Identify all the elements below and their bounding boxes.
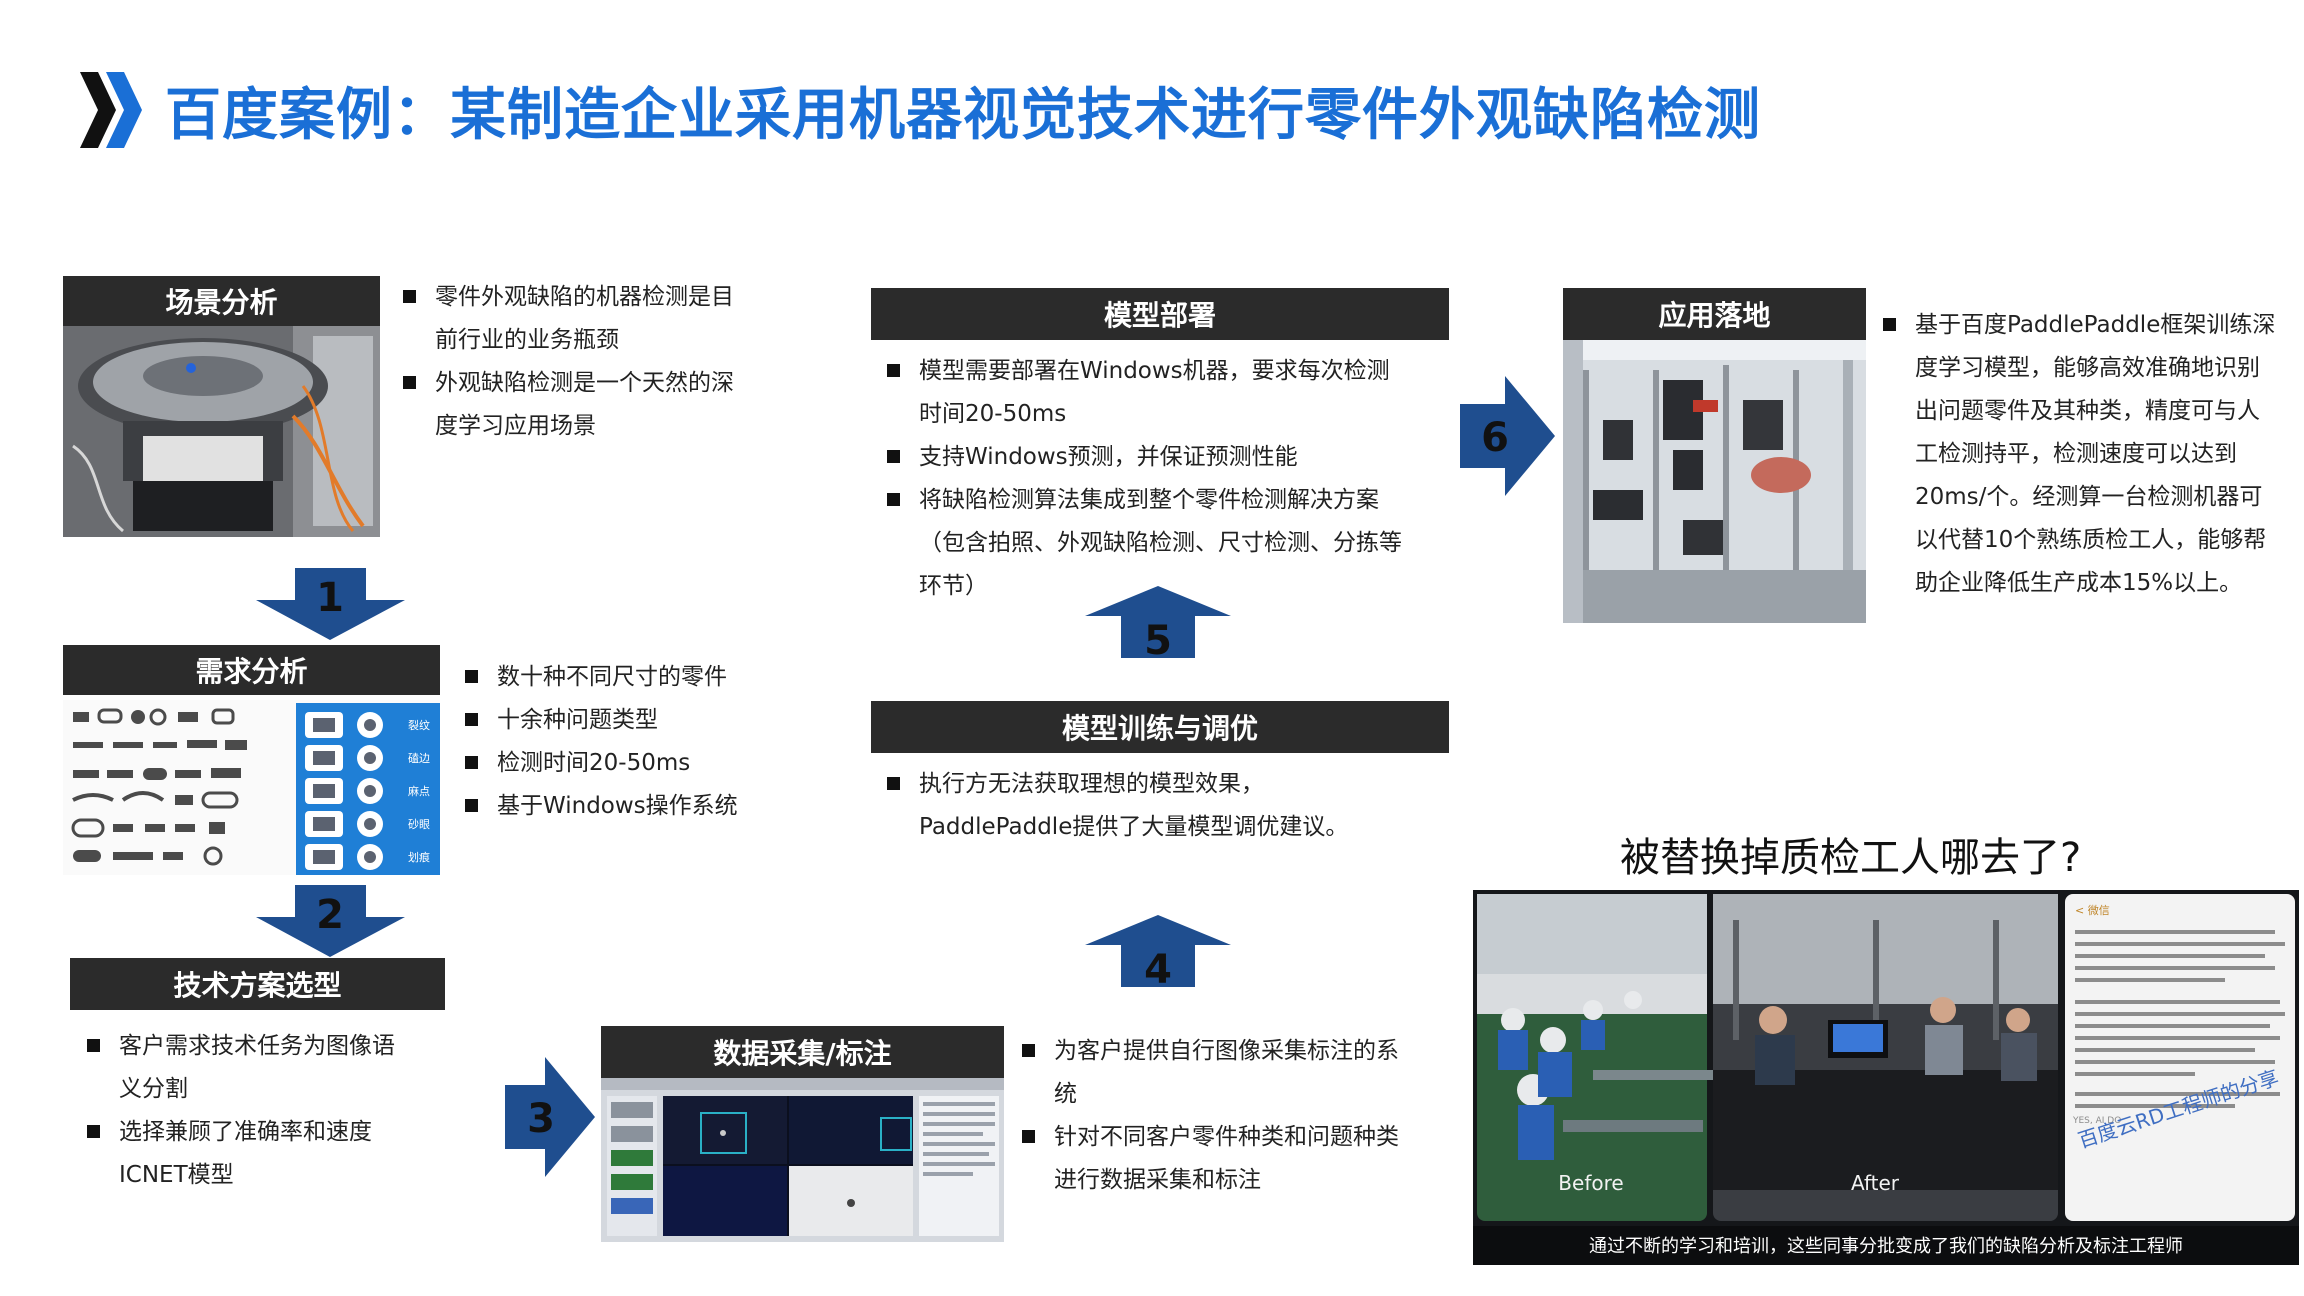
application-header: 应用落地 (1563, 288, 1866, 340)
brand-chevron-icon (80, 72, 142, 148)
collage-caption: 通过不断的学习和培训，这些同事分批变成了我们的缺陷分析及标注工程师 (1589, 1236, 2183, 1257)
step-4-number: 4 (1144, 947, 1172, 987)
step-2-number: 2 (316, 892, 344, 938)
step-3-number: 3 (527, 1096, 555, 1142)
bullet-item: 将缺陷检测算法集成到整个零件检测解决方案（包含拍照、外观缺陷检测、尺寸检测、分拣… (887, 479, 1452, 608)
data-collection-header: 数据采集/标注 (601, 1026, 1004, 1078)
before-label: Before (1558, 1171, 1623, 1195)
tech-selection-header: 技术方案选型 (70, 958, 445, 1010)
defect-label: 麻点 (408, 784, 430, 798)
needs-analysis-bullets: 数十种不同尺寸的零件 十余种问题类型 检测时间20-50ms 基于Windows… (465, 656, 825, 828)
model-deploy-header: 模型部署 (871, 288, 1449, 340)
bullet-item: 基于百度PaddlePaddle框架训练深 度学习模型，能够高效准确地识别 出问… (1883, 304, 2301, 605)
model-training-header: 模型训练与调优 (871, 701, 1449, 753)
defect-label: 划痕 (408, 850, 430, 864)
application-bullets: 基于百度PaddlePaddle框架训练深 度学习模型，能够高效准确地识别 出问… (1883, 304, 2301, 605)
chat-name-label: YES, AI DO (2072, 1116, 2121, 1126)
step-6-right-arrow: 6 (1460, 376, 1555, 496)
step-3-right-arrow: 3 (505, 1057, 595, 1177)
annotation-tool-screenshot (601, 1078, 1004, 1242)
bullet-item: 数十种不同尺寸的零件 (465, 656, 825, 699)
bullet-item: 客户需求技术任务为图像语义分割 (87, 1025, 447, 1111)
bullet-item: 基于Windows操作系统 (465, 785, 825, 828)
part-catalog-image: 裂纹 磕边 麻点 砂眼 划痕 (63, 700, 440, 875)
defect-label: 磕边 (408, 752, 430, 765)
before-after-collage: < 微信 YES, AI DO 百度云RD工程师的分享 Before After… (1473, 890, 2299, 1265)
page-title: 百度案例：某制造企业采用机器视觉技术进行零件外观缺陷检测 (165, 83, 1761, 148)
step-5-up-arrow: 5 (1085, 586, 1231, 658)
worker-question-heading: 被替换掉质检工人哪去了? (1620, 835, 2082, 881)
scene-analysis-bullets: 零件外观缺陷的机器检测是目前行业的业务瓶颈 外观缺陷检测是一个天然的深度学习应用… (403, 276, 783, 448)
needs-analysis-header: 需求分析 (63, 645, 440, 695)
feeder-machine-photo (63, 326, 380, 537)
bullet-item: 十余种问题类型 (465, 699, 825, 742)
bullet-item: 执行方无法获取理想的模型效果，PaddlePaddle提供了大量模型调优建议。 (887, 763, 1447, 849)
bullet-item: 支持Windows预测，并保证预测性能 (887, 436, 1452, 479)
model-training-bullets: 执行方无法获取理想的模型效果，PaddlePaddle提供了大量模型调优建议。 (887, 763, 1447, 849)
defect-label: 砂眼 (408, 818, 430, 831)
step-2-down-arrow: 2 (256, 885, 405, 957)
step-5-number: 5 (1144, 618, 1172, 658)
step-1-number: 1 (316, 575, 344, 621)
data-collection-bullets: 为客户提供自行图像采集标注的系统 针对不同客户零件种类和问题种类进行数据采集和标… (1022, 1030, 1442, 1202)
after-label: After (1851, 1171, 1900, 1195)
model-deploy-bullets: 模型需要部署在Windows机器，要求每次检测时间20-50ms 支持Windo… (887, 350, 1452, 608)
step-4-up-arrow: 4 (1085, 915, 1231, 987)
chat-back-label: < 微信 (2075, 903, 2110, 917)
bullet-item: 检测时间20-50ms (465, 742, 825, 785)
bullet-item: 针对不同客户零件种类和问题种类进行数据采集和标注 (1022, 1116, 1442, 1202)
inspection-station-photo (1563, 340, 1866, 623)
step-6-number: 6 (1481, 415, 1509, 461)
bullet-item: 外观缺陷检测是一个天然的深度学习应用场景 (403, 362, 783, 448)
scene-analysis-header: 场景分析 (63, 276, 380, 326)
defect-label: 裂纹 (408, 718, 430, 732)
bullet-item: 为客户提供自行图像采集标注的系统 (1022, 1030, 1442, 1116)
bullet-item: 模型需要部署在Windows机器，要求每次检测时间20-50ms (887, 350, 1452, 436)
step-1-down-arrow: 1 (256, 568, 405, 640)
bullet-item: 零件外观缺陷的机器检测是目前行业的业务瓶颈 (403, 276, 783, 362)
